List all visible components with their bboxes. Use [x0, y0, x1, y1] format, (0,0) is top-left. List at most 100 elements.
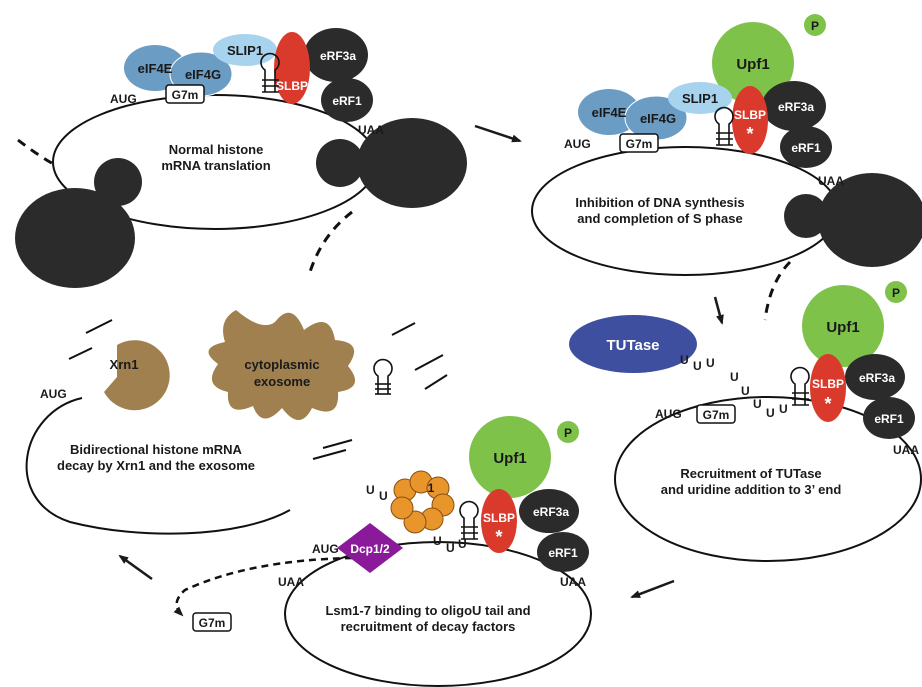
erf1-protein: [863, 397, 915, 439]
erf1-label: eRF1: [874, 412, 904, 426]
erf1-label: eRF1: [548, 546, 578, 560]
g7m-cap-box: [192, 612, 232, 632]
uridine-label: U: [446, 541, 455, 555]
ribosome-small-subunit: [784, 194, 828, 238]
eif4e-label: eIF4E: [592, 105, 627, 120]
phosphate-label: P: [811, 19, 819, 33]
uridine-label: U: [741, 384, 750, 398]
rna-fragment: [391, 322, 416, 336]
erf3a-label: eRF3a: [533, 505, 569, 519]
upf1-label: Upf1: [493, 450, 526, 467]
aug-label: AUG: [655, 407, 682, 421]
aug-label: AUG: [40, 387, 67, 401]
slbp-star: *: [495, 527, 502, 547]
upf1-protein: [802, 285, 884, 367]
stem-loop: [373, 358, 393, 395]
rna-fragment: [424, 374, 448, 390]
erf3a-protein: [762, 81, 826, 131]
lsm1-label: 1: [428, 481, 435, 495]
uaa-label: UAA: [278, 575, 304, 589]
upf1-protein: [712, 22, 794, 104]
erf3a-label: eRF3a: [778, 100, 814, 114]
slip1-protein: [213, 34, 277, 66]
upf1-label: Upf1: [736, 56, 769, 73]
mrna-fragment: [25, 397, 291, 535]
arrow-stage3-to-stage4: [630, 579, 675, 599]
slbp-label: SLBP: [483, 511, 515, 525]
erf3a-protein: [519, 489, 579, 533]
erf3a-label: eRF3a: [859, 371, 895, 385]
stage-inhibition-dna-synthesis: Upf1 P eIF4E eIF4G SLIP1 eRF3a SLBP * eR…: [531, 14, 922, 321]
phosphate-label: P: [892, 286, 900, 300]
xrn1-exonuclease: [104, 340, 170, 411]
stage-lsm-binding: G7m Upf1 P eRF3a SLBP * eRF1 1 U U U U: [173, 416, 592, 687]
uridine-label: U: [433, 534, 442, 548]
arrow-stage1-to-stage2: [474, 124, 522, 143]
aug-label: AUG: [564, 137, 591, 151]
rna-fragment: [68, 347, 93, 360]
uaa-label: UAA: [893, 443, 919, 457]
mrna-loop: [284, 541, 592, 687]
eif4e-protein: [578, 89, 640, 135]
exosome-label-line1: cytoplasmic: [244, 357, 319, 372]
uridine-label: U: [753, 397, 762, 411]
uridine-label: U: [730, 370, 739, 384]
slbp-label: SLBP: [276, 79, 308, 93]
uridine-label: U: [706, 356, 715, 370]
stage3-caption-line2: and uridine addition to 3’ end: [661, 482, 842, 497]
erf3a-label: eRF3a: [320, 49, 356, 63]
slbp-protein: [481, 489, 517, 553]
uaa-label: UAA: [358, 123, 384, 137]
g7m-cap-box: [165, 84, 205, 104]
stage-bidirectional-decay: Xrn1 cytoplasmic exosome AUG Bidirection…: [25, 310, 448, 535]
stem-loop: [790, 366, 810, 406]
tutase-enzyme: [569, 315, 697, 373]
uridine-label: U: [680, 353, 689, 367]
slbp-star: *: [824, 394, 831, 414]
stage2-caption-line1: Inhibition of DNA synthesis: [575, 195, 744, 210]
ribosome-large-subunit: [818, 173, 922, 267]
stage3-caption-line1: Recruitment of TUTase: [680, 466, 821, 481]
phosphate-icon: [804, 14, 826, 36]
eif4g-label: eIF4G: [640, 111, 676, 126]
cytoplasmic-exosome: [208, 310, 356, 420]
aug-label: AUG: [312, 542, 339, 556]
slbp-protein: [274, 32, 310, 104]
tutase-label: TUTase: [606, 337, 659, 354]
g7m-cap-box: [619, 133, 659, 153]
ribosome-large-subunit-2: [357, 118, 467, 208]
stage2-caption-line2: and completion of S phase: [577, 211, 742, 226]
slbp-protein: [810, 354, 846, 422]
aug-label: AUG: [110, 92, 137, 106]
phosphate-icon: [885, 281, 907, 303]
erf1-label: eRF1: [332, 94, 362, 108]
g7m-label: G7m: [172, 88, 199, 102]
oligo-u-tail: U U U U U U U U: [680, 353, 788, 420]
lsm1-7-ring: 1: [390, 470, 455, 534]
uaa-label: UAA: [818, 174, 844, 188]
rna-fragment: [312, 449, 347, 460]
arrow-stage2-to-stage3: [713, 296, 724, 325]
slip1-label: SLIP1: [682, 91, 718, 106]
uridine-label: U: [779, 402, 788, 416]
arrow-stage4-to-stage5: [118, 554, 153, 581]
mrna-3prime-tail: [308, 210, 353, 273]
eif4e-label: eIF4E: [138, 61, 173, 76]
stage4-caption-line2: recruitment of decay factors: [341, 619, 516, 634]
erf1-protein: [321, 78, 373, 122]
slbp-protein: [732, 86, 768, 154]
slbp-label: SLBP: [734, 108, 766, 122]
erf3a-protein: [845, 354, 905, 400]
rna-fragment: [414, 354, 444, 371]
slip1-label: SLIP1: [227, 43, 263, 58]
eif4g-label: eIF4G: [185, 67, 221, 82]
g7m-cap-box: [696, 404, 736, 424]
stage5-caption-line2: decay by Xrn1 and the exosome: [57, 458, 255, 473]
uridine-label: U: [366, 483, 375, 497]
stage-normal-translation: eIF4E eIF4G SLIP1 eRF3a SLBP eRF1 G7m AU…: [15, 28, 467, 288]
stage-tutase-recruitment: TUTase Upf1 P eRF3a SLBP * eRF1 U U U U …: [569, 281, 922, 562]
ribosome-small-subunit: [94, 158, 142, 206]
mrna-loop: [614, 396, 922, 562]
stage4-caption-line1: Lsm1-7 binding to oligoU tail and: [325, 603, 530, 618]
stage1-caption-line2: mRNA translation: [161, 158, 270, 173]
